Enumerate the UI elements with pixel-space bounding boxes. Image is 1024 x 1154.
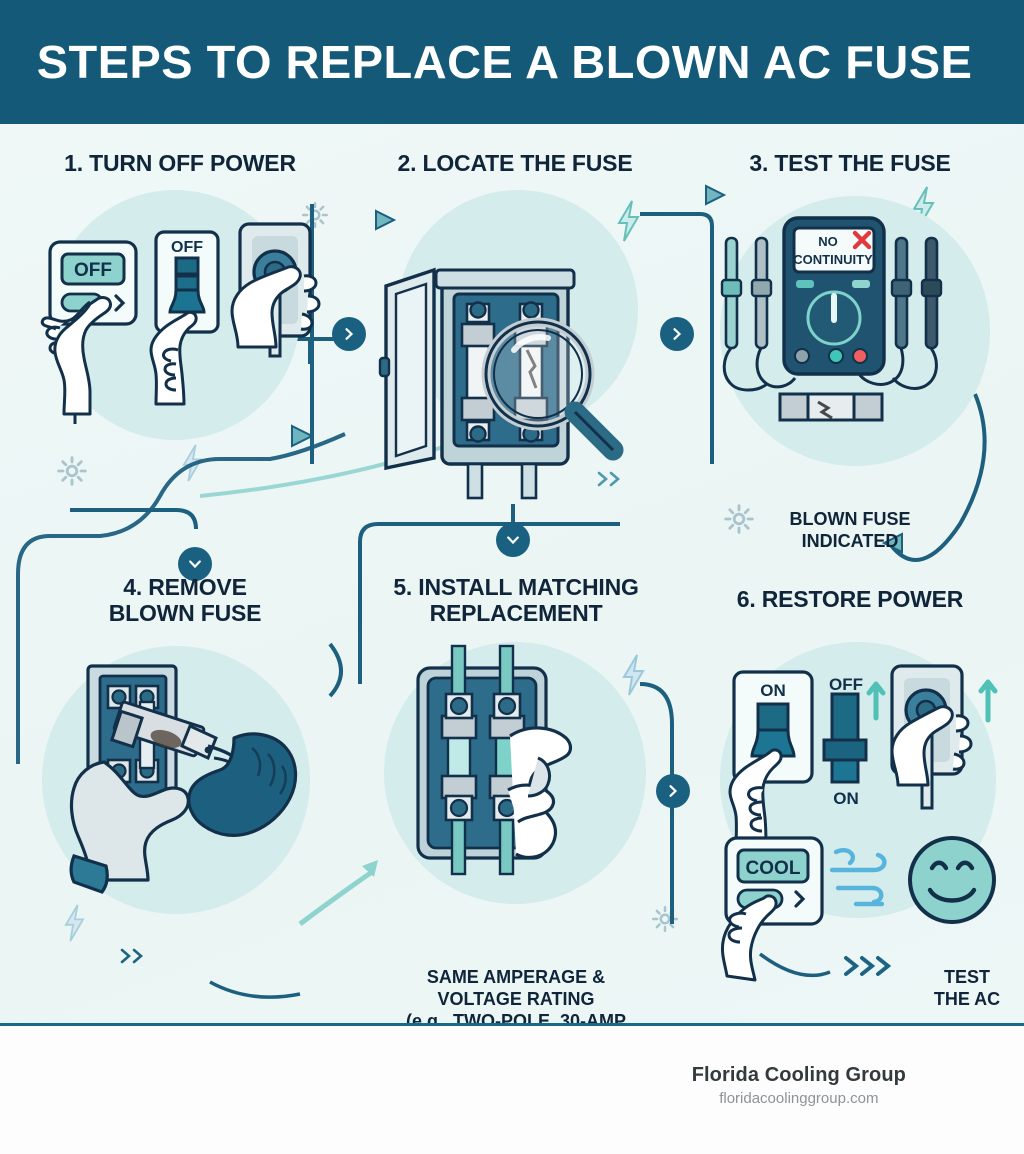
plug-in-icon <box>890 664 998 810</box>
connector-3-to-4[interactable] <box>178 547 212 581</box>
svg-text:ON: ON <box>833 789 859 808</box>
step-2-illustration <box>378 267 624 500</box>
step-4: 4. REMOVE BLOWN FUSE <box>20 574 350 994</box>
brand-url[interactable]: floridacoolinggroup.com <box>719 1090 879 1107</box>
breaker-up-icon: OFF ON <box>822 675 886 808</box>
step-5-title-line-1: 5. INSTALL MATCHING <box>393 574 639 600</box>
double-chevron-icon <box>595 469 629 489</box>
svg-text:COOL: COOL <box>746 858 801 879</box>
step-4-title-line-2: BLOWN FUSE <box>108 600 262 626</box>
step-5-title-line-2: REPLACEMENT <box>429 600 603 626</box>
airflow-icon <box>829 848 887 907</box>
thermostat-off-icon: OFF <box>48 240 138 326</box>
gear-icon <box>722 502 756 536</box>
x-mark-icon <box>852 230 872 250</box>
brand-block: Florida Cooling Group floridacoolinggrou… <box>692 1064 906 1107</box>
footer-divider <box>0 1023 1024 1026</box>
step-2-title: 2. LOCATE THE FUSE <box>397 150 633 176</box>
unplug-icon <box>230 222 321 358</box>
chevron-right-icon <box>673 328 682 340</box>
chevron-down-icon <box>507 536 519 545</box>
breaker-switch-icon: OFF <box>149 230 220 406</box>
double-chevron-icon <box>118 946 152 966</box>
up-arrow-icon <box>978 679 998 723</box>
svg-text:OFF: OFF <box>171 239 203 256</box>
test-probe-icon <box>857 236 943 390</box>
step-4-title-line-1: 4. REMOVE <box>123 574 247 600</box>
thermostat-cool-icon: COOL <box>721 836 824 982</box>
step-4-illustration <box>69 664 298 894</box>
gear-icon <box>650 904 680 934</box>
arrow-head-icon <box>704 184 728 206</box>
gear-icon <box>55 454 89 488</box>
footer-bar: Florida Cooling Group floridacoolinggrou… <box>0 1026 1024 1154</box>
lightning-bolt-icon <box>615 200 641 242</box>
connector-4-to-5[interactable] <box>496 523 530 557</box>
step-5-illustration <box>416 644 573 876</box>
chevron-right-icon <box>669 785 678 797</box>
step-2: 2. LOCATE THE FUSE <box>350 150 680 500</box>
up-arrow-icon <box>866 681 886 721</box>
step-6-title: 6. RESTORE POWER <box>736 586 964 612</box>
step-1-title: 1. TURN OFF POWER <box>64 150 296 176</box>
svg-text:CONTINUITY: CONTINUITY <box>793 252 873 267</box>
step-5-caption-line-2: VOLTAGE RATING <box>437 989 595 1009</box>
svg-text:OFF: OFF <box>74 260 112 281</box>
step-3: 3. TEST THE FUSE <box>690 150 1020 551</box>
chevron-right-icon <box>345 328 354 340</box>
svg-text:OFF: OFF <box>829 675 863 694</box>
multimeter-icon: NO CONTINUITY <box>782 216 886 376</box>
arrow-head-icon <box>290 424 316 448</box>
steps-canvas: 1. TURN OFF POWER OFF OFF <box>0 124 1024 1024</box>
test-probe-icon <box>720 236 797 392</box>
connector-5-to-6[interactable] <box>656 774 690 808</box>
step-3-caption-line-2: INDICATED <box>801 531 899 551</box>
step-5-caption-line-1: SAME AMPERAGE & <box>426 967 606 987</box>
connector-2-to-3[interactable] <box>660 317 694 351</box>
blown-fuse-icon <box>778 392 884 422</box>
brand-name: Florida Cooling Group <box>691 1064 906 1086</box>
step-1: 1. TURN OFF POWER OFF OFF <box>20 150 340 480</box>
step-3-illustration: NO CONTINUITY <box>720 216 943 422</box>
hand-installing-icon <box>507 726 573 860</box>
step-6-illustration: ON OFF ON <box>721 664 998 982</box>
step-1-illustration: OFF OFF <box>40 222 321 424</box>
chevron-down-icon <box>189 560 201 569</box>
switch-on-icon: ON <box>728 670 814 850</box>
svg-text:NO: NO <box>818 234 838 249</box>
magnifying-glass-icon <box>481 317 624 461</box>
connector-1-to-2[interactable] <box>332 317 366 351</box>
step-3-caption-line-1: BLOWN FUSE <box>789 509 911 529</box>
header-bar: STEPS TO REPLACE A BLOWN AC FUSE <box>0 0 1024 124</box>
step-6-caption-line-1: TEST <box>943 967 990 987</box>
smiley-icon <box>908 836 996 924</box>
step-5-caption-line-3: (e.g., TWO-POLE, 30-AMP <box>405 1011 626 1024</box>
svg-text:ON: ON <box>760 681 786 700</box>
step-3-title: 3. TEST THE FUSE <box>749 150 951 176</box>
arrow-head-icon <box>374 209 398 231</box>
gear-icon <box>300 200 330 230</box>
step-6-caption-line-2: THE AC <box>933 989 1001 1009</box>
lightning-bolt-icon <box>62 904 86 942</box>
triple-chevron-icon <box>844 956 892 976</box>
step-6: 6. RESTORE POWER ON OFF <box>690 586 1020 1009</box>
step-5: 5. INSTALL MATCHING REPLACEMENT <box>348 574 684 1024</box>
arrow-head-icon <box>880 532 904 554</box>
lightning-bolt-icon <box>620 654 646 696</box>
page-title: STEPS TO REPLACE A BLOWN AC FUSE <box>36 36 973 88</box>
